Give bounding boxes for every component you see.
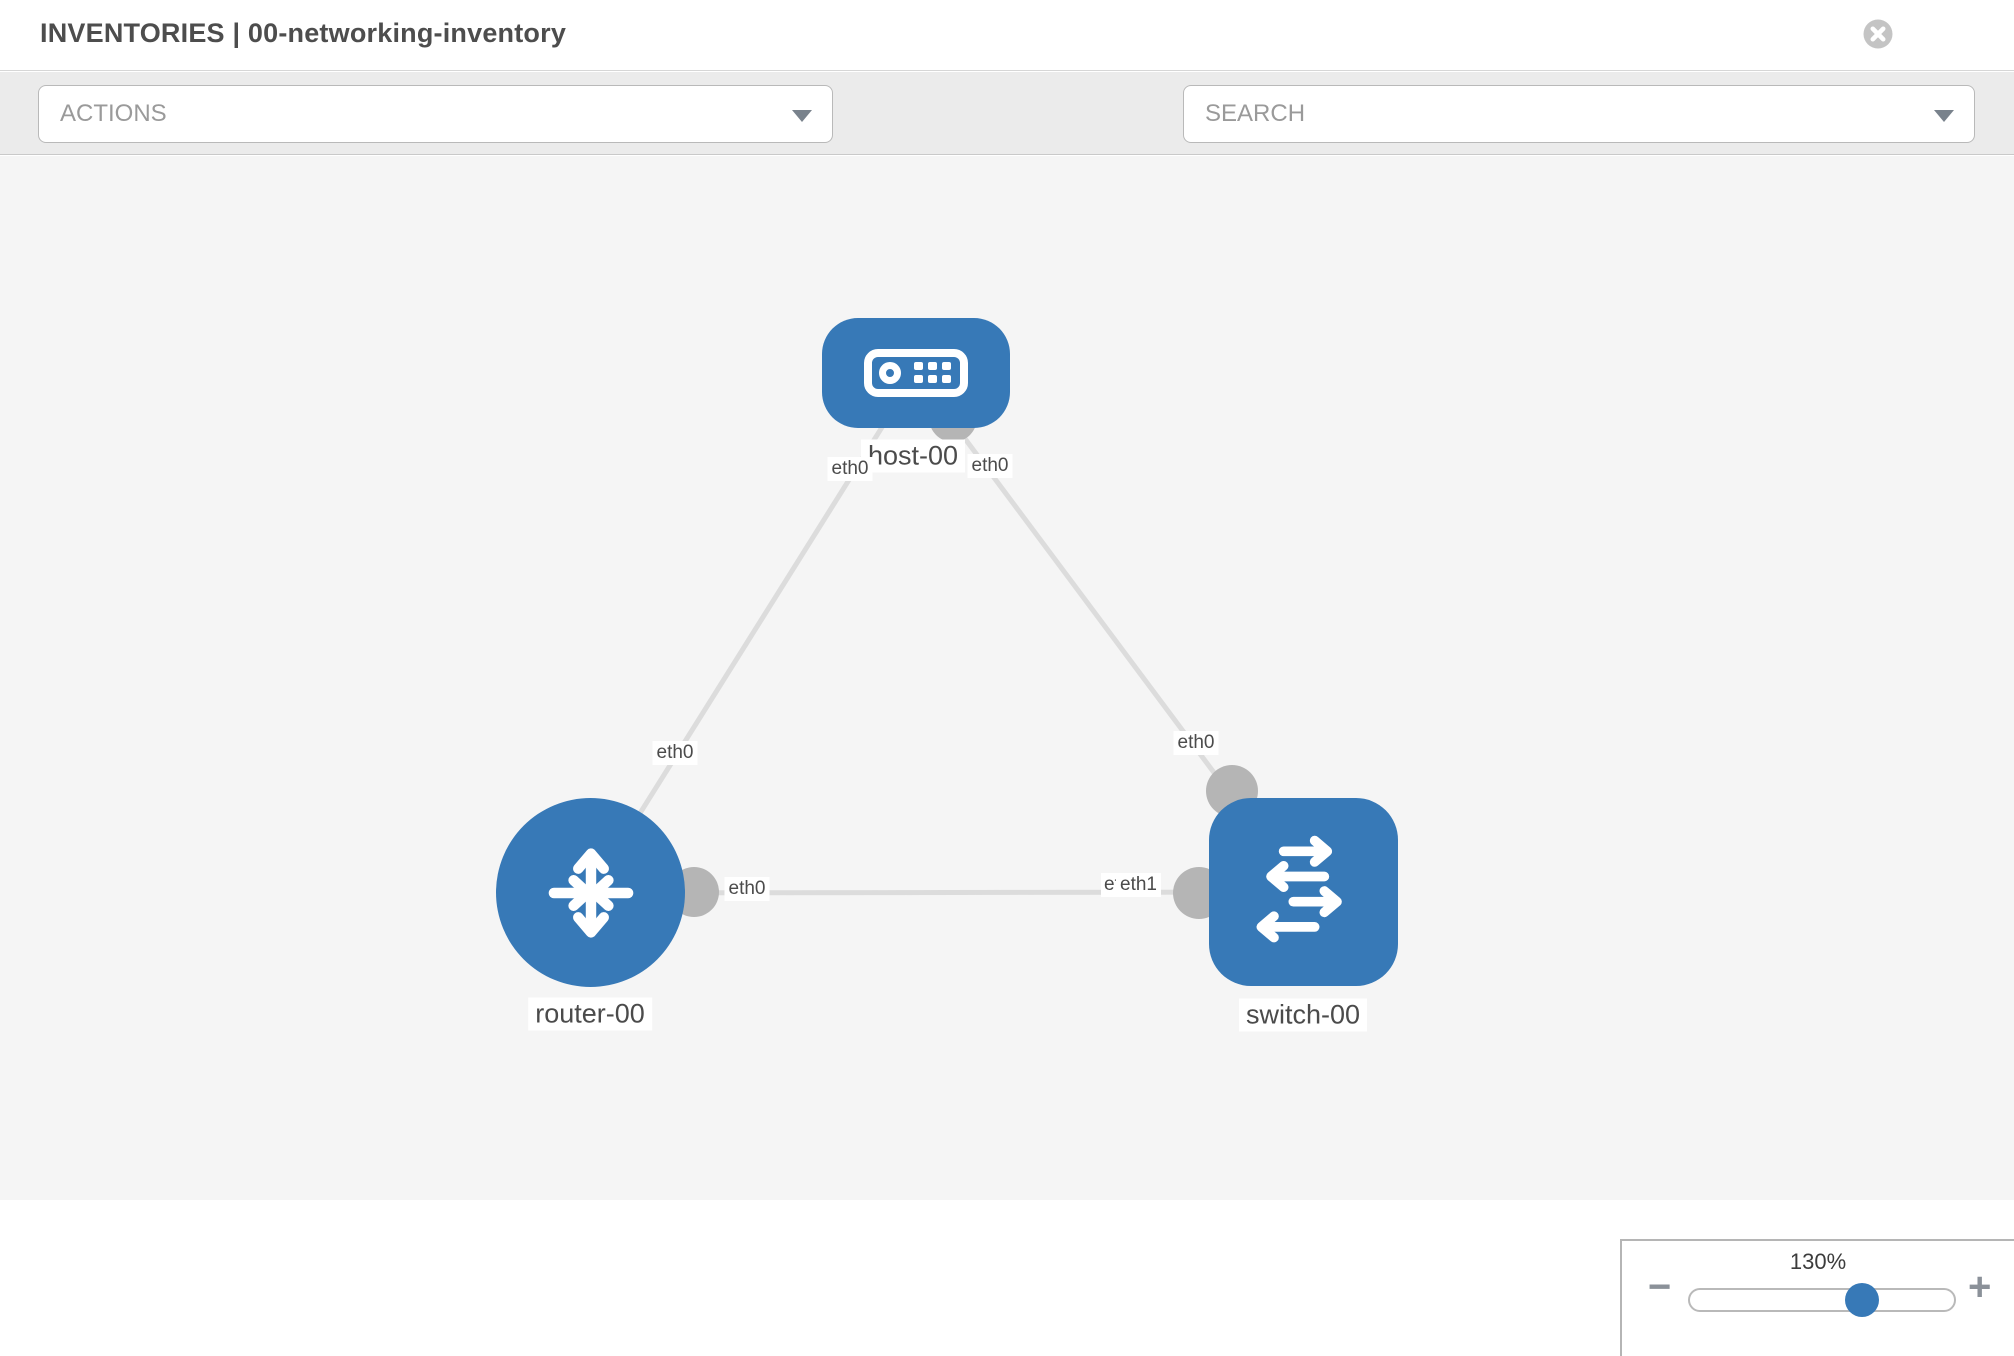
interface-label-router-host-link: eth0: [652, 741, 698, 765]
interface-label-host-right: eth0: [967, 454, 1013, 478]
actions-dropdown[interactable]: ACTIONS: [38, 85, 833, 143]
page-title: INVENTORIES | 00-networking-inventory: [40, 18, 567, 48]
actions-dropdown-label: ACTIONS: [60, 100, 167, 127]
search-input[interactable]: [1184, 100, 1884, 128]
chevron-down-icon: [792, 110, 812, 122]
host-icon: [864, 349, 968, 397]
switch-icon: [1256, 835, 1342, 943]
search-dropdown[interactable]: [1183, 85, 1975, 143]
interface-label-host-left: eth0: [827, 457, 873, 481]
chevron-down-icon: [1934, 110, 1954, 122]
zoom-out-button[interactable]: −: [1648, 1265, 1672, 1309]
node-label-switch: switch-00: [1238, 998, 1368, 1032]
close-icon: [1863, 19, 1893, 49]
topology-canvas[interactable]: host-00 router-00 switch-00 eth0 eth0 et…: [0, 156, 2014, 1356]
zoom-in-button[interactable]: +: [1968, 1265, 1992, 1309]
node-label-host: host-00: [860, 439, 966, 473]
panel-header: INVENTORIES | 00-networking-inventory: [0, 0, 2014, 71]
router-icon: [548, 847, 633, 938]
zoom-level-value: 130%: [1789, 1249, 1847, 1274]
zoom-slider-thumb[interactable]: [1845, 1283, 1879, 1317]
node-router[interactable]: [496, 798, 685, 987]
links-layer: [587, 371, 1306, 919]
interface-label-switch-eth1: eth1: [1116, 873, 1161, 897]
interface-label-router-port: eth0: [724, 877, 770, 901]
node-label-router: router-00: [528, 997, 652, 1031]
toolbar: ACTIONS: [0, 72, 2014, 204]
node-host[interactable]: [822, 318, 1010, 428]
zoom-slider-track[interactable]: [1688, 1283, 1956, 1317]
zoom-widget: 130% − +: [1620, 1239, 2014, 1356]
interface-label-switch-ports: eth0 eth1: [1101, 873, 1181, 900]
node-switch[interactable]: [1209, 798, 1398, 986]
close-button[interactable]: [1863, 19, 1893, 49]
interface-label-host-switch-link: eth0: [1173, 731, 1219, 755]
